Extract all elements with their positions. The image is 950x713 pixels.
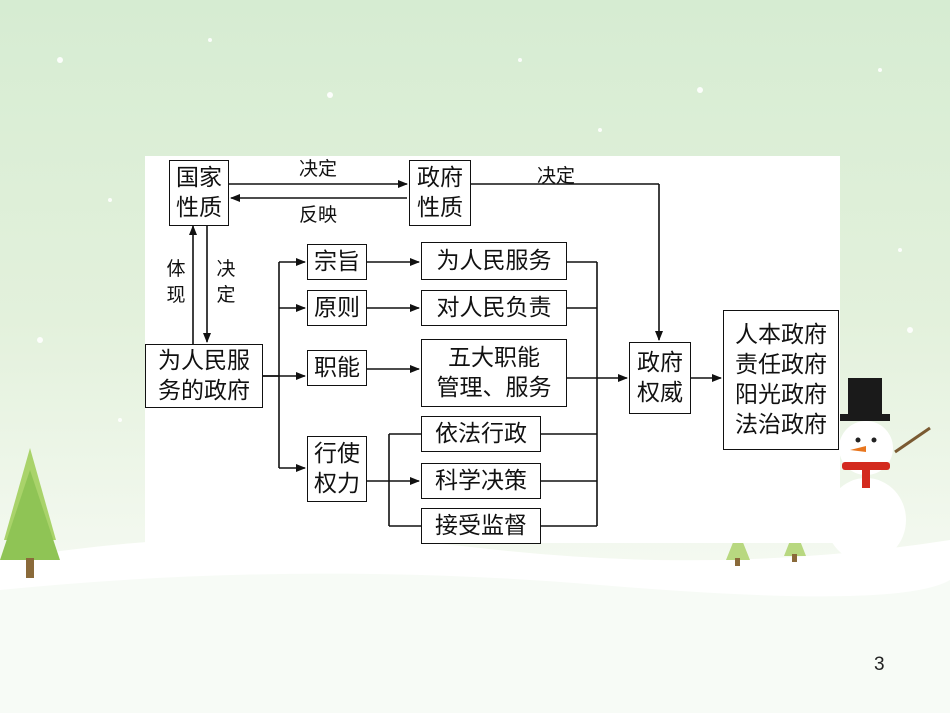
node-principle: 原则	[307, 290, 367, 326]
node-scientific-decision: 科学决策	[421, 463, 541, 499]
node-function: 职能	[307, 350, 367, 386]
node-government-authority: 政府 权威	[629, 342, 691, 414]
label-decides-top: 决定	[299, 158, 338, 180]
label-decides-right: 决定	[537, 165, 576, 187]
node-accept-supervision: 接受监督	[421, 508, 541, 544]
node-state-nature: 国家 性质	[169, 160, 229, 226]
node-purpose: 宗旨	[307, 244, 367, 280]
snowman-icon	[826, 378, 931, 562]
label-decides-left: 决定	[216, 258, 236, 306]
node-serve-people: 为人民服务	[421, 242, 567, 280]
node-government-nature: 政府 性质	[409, 160, 471, 226]
node-exercise-power: 行使 权力	[307, 436, 367, 502]
node-rule-of-law: 依法行政	[421, 416, 541, 452]
tree-icon	[0, 448, 60, 578]
concept-map: 国家 性质 政府 性质 为人民服 务的政府 宗旨 原则 职能 行使 权力 为人民…	[145, 156, 840, 544]
connector-lines	[189, 180, 722, 527]
node-responsible-people: 对人民负责	[421, 290, 567, 326]
label-embodies: 体现	[166, 258, 186, 306]
label-reflects: 反映	[299, 204, 338, 226]
page-number: 3	[874, 654, 885, 675]
node-government-for-people: 为人民服 务的政府	[145, 344, 263, 408]
node-five-functions: 五大职能 管理、服务	[421, 339, 567, 407]
node-government-types: 人本政府 责任政府 阳光政府 法治政府	[723, 310, 839, 450]
